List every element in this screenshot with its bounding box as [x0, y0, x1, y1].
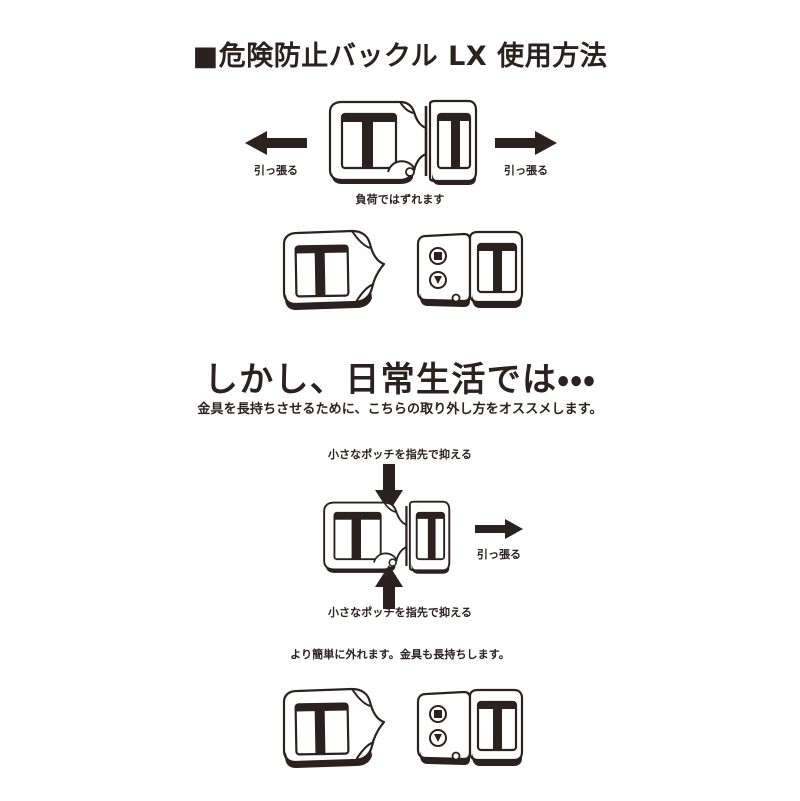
- arrow-down-icon: [374, 464, 404, 516]
- recommended-caption: より簡単に外れます。金具も長持ちします。: [290, 648, 510, 661]
- arrow-right-icon: [495, 130, 557, 160]
- subheadline: 金具を長持ちさせるために、こちらの取り外し方をオススメします。: [197, 402, 603, 417]
- pull-label-left: 引っ張る: [254, 164, 298, 177]
- arrow-right-icon: [475, 518, 523, 544]
- load-caption: 負荷ではずれます: [355, 193, 445, 206]
- buckle-separated-illustration: [278, 680, 526, 776]
- page-title: ■危険防止バックル LX 使用方法: [192, 41, 608, 72]
- buckle-separated-illustration: [278, 222, 526, 318]
- arrow-up-icon: [374, 565, 404, 613]
- buckle-closed-illustration: [296, 494, 474, 578]
- arrow-left-icon: [245, 130, 307, 160]
- pull-label-right: 引っ張る: [477, 548, 521, 561]
- buckle-closed-illustration: [322, 92, 480, 190]
- nub-label-bottom: 小さなポッチを指先で抑える: [327, 606, 473, 619]
- nub-label-top: 小さなポッチを指先で抑える: [327, 448, 473, 461]
- pull-label-right: 引っ張る: [504, 164, 548, 177]
- headline: しかし、日常生活では・・・: [203, 360, 597, 400]
